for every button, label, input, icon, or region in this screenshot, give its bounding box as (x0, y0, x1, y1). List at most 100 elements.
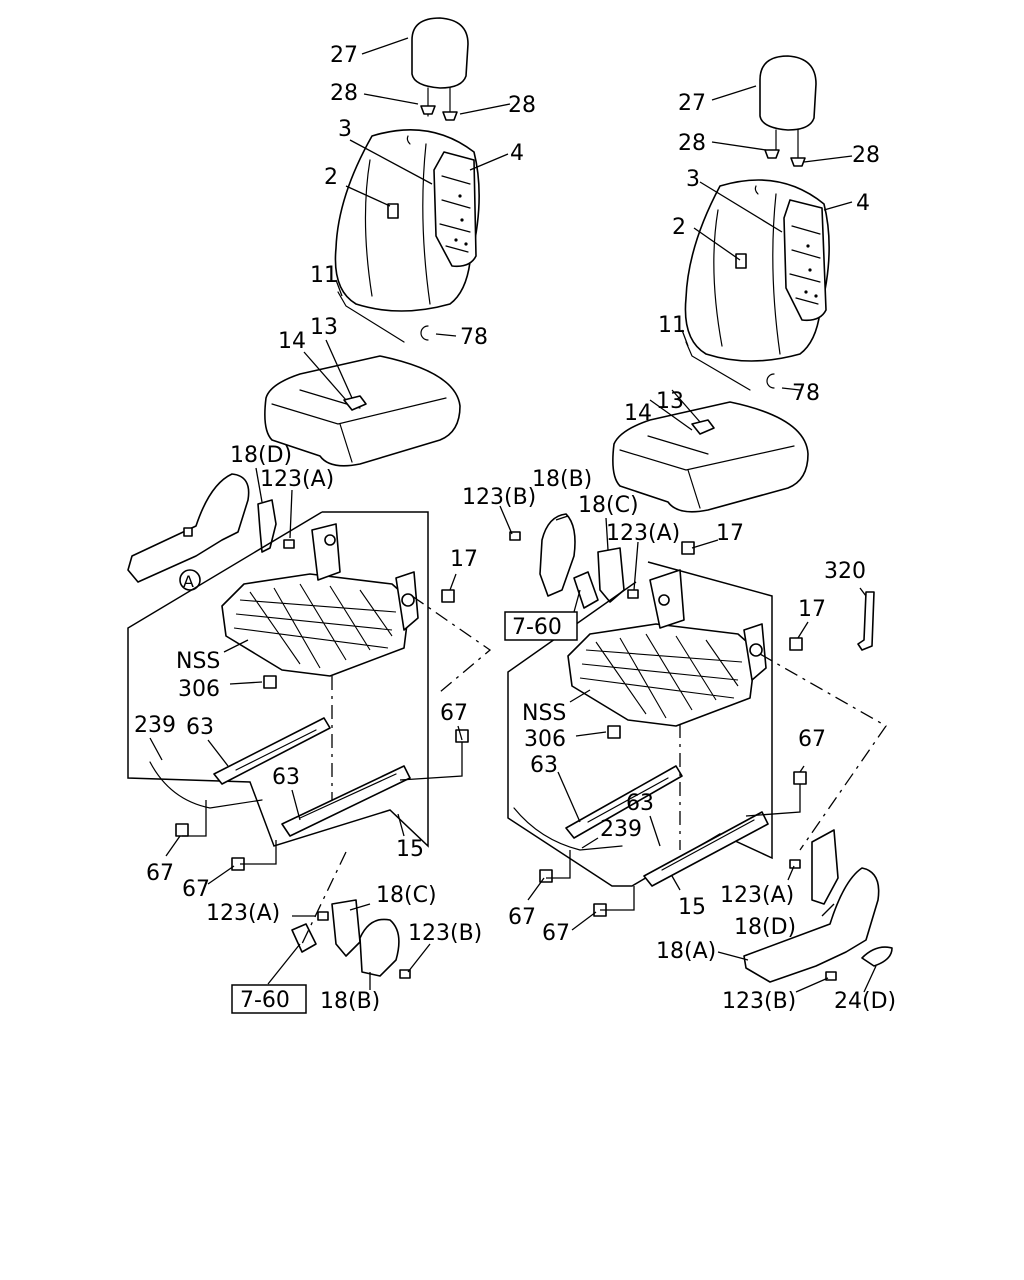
right-screw-123b (509, 531, 521, 541)
label-239: 239 (134, 713, 176, 738)
right-cover-18b (539, 513, 576, 597)
label-15: 15 (396, 837, 424, 862)
label-nss: NSS (176, 649, 220, 674)
right-headrest-guide-a (764, 149, 780, 159)
right-bracket-18d (811, 829, 839, 905)
label-13: 13 (310, 315, 338, 340)
label-63: 63 (530, 753, 558, 778)
label-14: 14 (624, 401, 652, 426)
left-seat-frame (221, 523, 419, 677)
right-rod-320 (857, 591, 875, 651)
right-headrest (759, 55, 817, 161)
right-side-cover-18a (743, 867, 880, 983)
label-123b: 123(B) (722, 989, 796, 1014)
label-18b: 18(B) (320, 989, 380, 1014)
label-28: 28 (508, 93, 536, 118)
left-leaders (149, 37, 511, 990)
label-4: 4 (510, 141, 524, 166)
label-78: 78 (792, 381, 820, 406)
right-frame-outline (507, 561, 773, 887)
left-headrest (411, 17, 469, 117)
label-11: 11 (310, 263, 338, 288)
left-wire (337, 291, 405, 343)
label-67: 67 (182, 877, 210, 902)
label-306: 306 (178, 677, 220, 702)
left-seat-back (334, 128, 480, 312)
right-bolt-17-top (681, 541, 695, 555)
label-3: 3 (686, 167, 700, 192)
right-headrest-guide-b (790, 157, 806, 167)
label-27: 27 (330, 43, 358, 68)
label-67: 67 (508, 905, 536, 930)
label-24d: 24(D) (834, 989, 896, 1014)
label-2: 2 (324, 165, 338, 190)
label-15: 15 (678, 895, 706, 920)
label-17: 17 (716, 521, 744, 546)
label-28: 28 (852, 143, 880, 168)
right-rod-239 (513, 807, 623, 851)
label-13: 13 (656, 389, 684, 414)
label-27: 27 (678, 91, 706, 116)
part-labels: 27 28 28 3 4 2 11 78 13 14 18(D) 123(A) … (134, 43, 896, 1014)
left-seat-assembly (127, 17, 480, 979)
right-seat-cushion (612, 401, 809, 513)
label-18c: 18(C) (578, 493, 639, 518)
label-18a: 18(A) (656, 939, 716, 964)
right-nut-306 (607, 725, 621, 739)
label-18b: 18(B) (532, 467, 592, 492)
right-bolt-67-top (793, 771, 807, 785)
right-rail-lower (643, 811, 769, 887)
label-123a: 123(A) (720, 883, 794, 908)
left-headrest-guide-b (442, 111, 458, 121)
label-3: 3 (338, 117, 352, 142)
left-ref-box (231, 984, 307, 1014)
label-63: 63 (186, 715, 214, 740)
right-bolt-17 (789, 637, 803, 651)
label-4: 4 (856, 191, 870, 216)
label-28: 28 (678, 131, 706, 156)
left-bolt-67-low (231, 857, 245, 871)
right-wire (685, 341, 751, 391)
label-18d: 18(D) (734, 915, 796, 940)
left-bracket-18c (331, 899, 361, 957)
label-nss: NSS (522, 701, 566, 726)
right-seat-back (684, 179, 830, 362)
label-78: 78 (460, 325, 488, 350)
label-2: 2 (672, 215, 686, 240)
right-lever-24d (861, 946, 893, 967)
left-bolt-67-top (455, 729, 469, 743)
label-14: 14 (278, 329, 306, 354)
left-clip (420, 325, 429, 341)
right-seat-frame (567, 569, 767, 727)
left-rail-upper (213, 717, 331, 785)
left-cover-18b (359, 918, 400, 977)
label-239: 239 (600, 817, 642, 842)
label-63: 63 (626, 791, 654, 816)
right-clip (766, 373, 775, 389)
left-callout-circle (179, 569, 201, 591)
left-bolt-17 (441, 589, 455, 603)
label-123a: 123(A) (260, 467, 334, 492)
label-17: 17 (450, 547, 478, 572)
right-seat-assembly (507, 55, 893, 983)
left-screw-123b (399, 969, 411, 979)
left-bolt-67-mid (175, 823, 189, 837)
label-callout-a: A (183, 572, 194, 591)
label-18d: 18(D) (230, 443, 292, 468)
left-rod-239 (149, 761, 263, 809)
label-123a: 123(A) (206, 901, 280, 926)
label-306: 306 (524, 727, 566, 752)
label-18c: 18(C) (376, 883, 437, 908)
left-frame-outline (127, 511, 429, 848)
ref-7-60: 7-60 (240, 988, 290, 1013)
right-screw-123b-low (825, 971, 837, 981)
label-67: 67 (440, 701, 468, 726)
right-screw-123a-low (789, 859, 801, 869)
right-leaders (499, 85, 887, 993)
right-screw-123a (627, 589, 639, 599)
label-123b: 123(B) (408, 921, 482, 946)
left-buckle (291, 923, 317, 953)
label-67: 67 (542, 921, 570, 946)
left-bracket-18d (257, 499, 277, 553)
